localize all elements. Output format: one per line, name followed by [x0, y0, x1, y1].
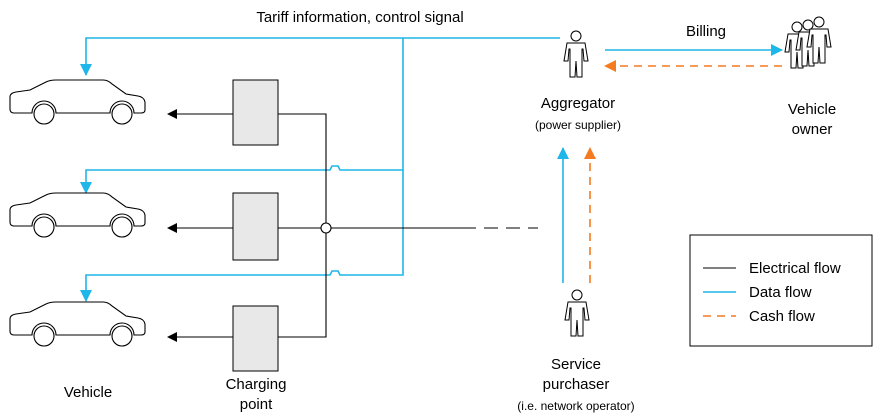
legend-cash-label: Cash flow — [749, 308, 815, 325]
vehicle-label: Vehicle — [64, 384, 112, 401]
charging-point-3 — [232, 305, 279, 372]
data-flow-lines — [80, 37, 783, 302]
legend-electrical-label: Electrical flow — [749, 260, 841, 277]
charging-label-line2: point — [240, 396, 273, 413]
data-line-to-vehicle-3 — [80, 170, 404, 302]
charging-point-2 — [232, 192, 279, 261]
electrical-flow-lines — [167, 109, 538, 342]
aggregator-sub-label: (power supplier) — [535, 118, 621, 132]
vehicle-icon-3 — [9, 301, 146, 347]
billing-label: Billing — [686, 23, 726, 40]
legend-box — [689, 234, 873, 347]
vehicle-icon-1 — [9, 79, 146, 125]
charging-label-line1: Charging — [226, 376, 287, 393]
charging-points — [232, 79, 279, 372]
signal-label: Tariff information, control signal — [256, 9, 463, 26]
charging-point-1 — [232, 79, 279, 146]
data-line-to-vehicle-2 — [80, 38, 404, 194]
purchaser-person-icon — [564, 289, 590, 337]
aggregator-label: Aggregator — [541, 95, 615, 112]
vehicle-icon-2 — [9, 192, 146, 238]
electrical-bus — [278, 113, 327, 338]
owner-label-line2: owner — [792, 121, 833, 138]
vehicle-owner-group-icon — [784, 16, 832, 69]
owner-label-line1: Vehicle — [788, 101, 836, 118]
cash-flow-lines — [584, 60, 782, 283]
legend: Electrical flow Data flow Cash flow — [689, 234, 873, 347]
aggregator-person-icon — [563, 30, 589, 78]
purchaser-label-line2: purchaser — [543, 376, 610, 393]
data-line-to-vehicle-1 — [80, 37, 560, 76]
purchaser-label-line1: Service — [551, 356, 601, 373]
bus-junction — [320, 222, 332, 234]
purchaser-sub-label: (i.e. network operator) — [517, 399, 634, 413]
legend-data-label: Data flow — [749, 284, 812, 301]
